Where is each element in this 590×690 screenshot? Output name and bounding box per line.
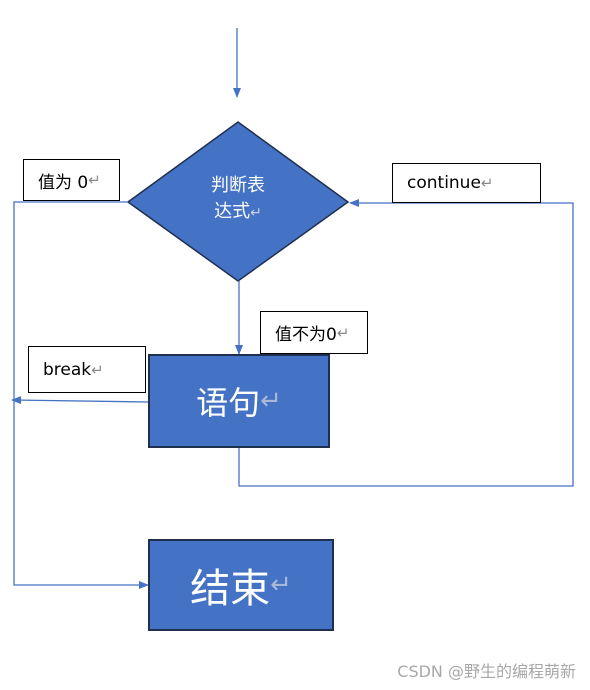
nonzero-value-label: 值不为0↵ xyxy=(260,311,368,354)
break-label: break↵ xyxy=(28,346,146,393)
zero-value-label: 值为 0↵ xyxy=(23,159,120,201)
return-mark: ↵ xyxy=(91,360,104,379)
end-label: 结束 xyxy=(190,566,271,612)
break-text: break xyxy=(43,359,92,380)
continue-loop-arrow xyxy=(238,199,574,487)
return-mark: ↵ xyxy=(260,386,282,416)
decision-label: 判断表 达式↵ xyxy=(188,173,288,226)
continue-label: continue↵ xyxy=(392,163,541,203)
statement-label: 语句 xyxy=(196,384,261,422)
zero-branch-arrow xyxy=(13,201,149,589)
continue-text: continue xyxy=(407,173,481,193)
decision-line1: 判断表 xyxy=(211,175,265,196)
watermark: CSDN @野生的编程萌新 xyxy=(397,662,576,681)
zero-value-text: 值为 0 xyxy=(38,172,89,193)
return-mark: ↵ xyxy=(480,174,494,192)
return-mark: ↵ xyxy=(250,205,262,221)
end-box: 结束↵ xyxy=(148,539,334,631)
decision-diamond xyxy=(126,121,350,282)
decision-line2: 达式 xyxy=(214,201,251,222)
break-arrow xyxy=(11,396,149,405)
statement-box: 语句↵ xyxy=(148,354,330,448)
return-mark: ↵ xyxy=(270,570,292,600)
nonzero-value-text: 值不为0 xyxy=(275,325,337,345)
return-mark: ↵ xyxy=(336,323,350,342)
return-mark: ↵ xyxy=(88,171,101,189)
